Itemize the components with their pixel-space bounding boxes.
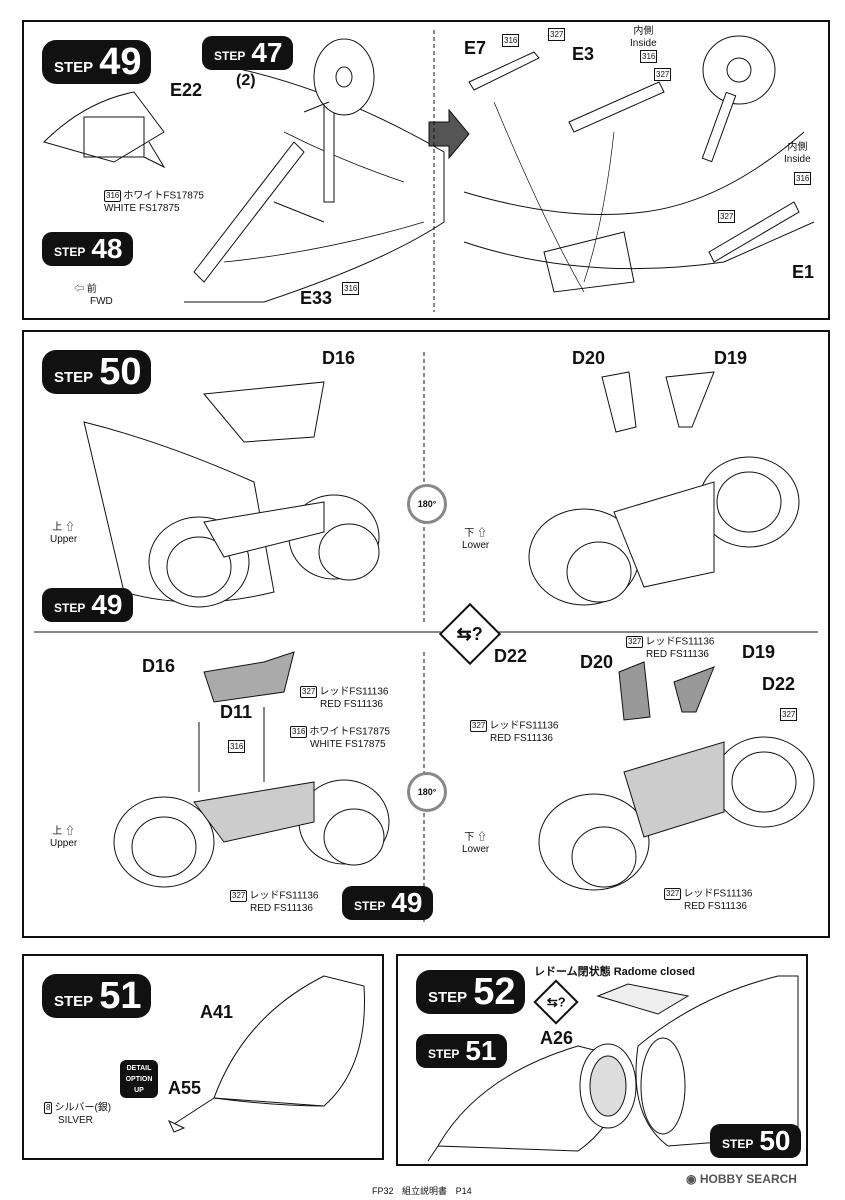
part-a26: A26 xyxy=(540,1028,574,1048)
landing-gear-illustration xyxy=(43,30,815,312)
part-e22: E22 xyxy=(170,80,203,100)
paint-code: 327 xyxy=(780,708,798,721)
fwd-indicator: ⇦ 前 FWD xyxy=(74,284,113,307)
paint-code: 316 xyxy=(640,50,658,63)
part-d20: D20 xyxy=(572,348,606,368)
paint-code: 316 xyxy=(794,172,812,185)
radome-illustration xyxy=(427,975,799,1162)
detail-up-badge: DETAIL OPTION UP xyxy=(120,1060,158,1098)
rotate-180-icon: 180° xyxy=(407,484,447,524)
upper-indicator: 上 ⇧Upper xyxy=(50,522,78,545)
step-49-badge: STEP 49 xyxy=(42,40,152,84)
part-a55: A55 xyxy=(168,1078,202,1098)
paint-code: 316 xyxy=(228,740,246,753)
paint-code: 327 xyxy=(718,210,736,223)
step-49-badge: STEP 49 xyxy=(342,886,433,920)
part-d19: D19 xyxy=(714,348,748,368)
step-51-badge: STEP 51 xyxy=(42,974,152,1018)
part-d22: D22 xyxy=(494,646,528,666)
part-e3: E3 xyxy=(572,44,595,64)
lower-indicator: 下 ⇧Lower xyxy=(462,832,490,855)
step-51-badge: STEP 51 xyxy=(416,1034,507,1068)
step-52-panel: STEP 52 STEP 51 STEP 50 レドーム閉状態 Radome c… xyxy=(396,954,808,1166)
paint-code: 316 xyxy=(342,282,360,295)
part-e33: E33 xyxy=(300,288,333,308)
part-d20: D20 xyxy=(580,652,614,672)
paint-code: 327 xyxy=(654,68,672,81)
paint-code: 327 xyxy=(548,28,566,41)
step-50-badge: STEP 50 xyxy=(710,1124,801,1158)
step-49-48-47-panel: STEP 49 STEP 47 (2) STEP 48 E22 E33 E7 E… xyxy=(22,20,830,320)
part-d19: D19 xyxy=(742,642,776,662)
part-e7: E7 xyxy=(464,38,487,58)
rotate-180-icon: 180° xyxy=(407,772,447,812)
part-d22: D22 xyxy=(762,674,796,694)
part-a41: A41 xyxy=(200,1002,234,1022)
nose-cone-illustration xyxy=(167,975,365,1133)
radome-closed-label: レドーム閉状態 Radome closed xyxy=(534,966,696,978)
step-50-badge: STEP 50 xyxy=(42,350,152,394)
step-48-badge: STEP 48 xyxy=(42,232,133,266)
logo-icon: ◉ xyxy=(686,1172,700,1186)
step-52-badge: STEP 52 xyxy=(416,970,526,1014)
step-49-badge: STEP 49 xyxy=(42,588,133,622)
upper-indicator: 上 ⇧Upper xyxy=(50,826,78,849)
exhaust-nozzle-illustration xyxy=(34,352,818,922)
part-d16: D16 xyxy=(142,656,176,676)
watermark: ◉ HOBBY SEARCH xyxy=(686,1172,797,1186)
step-50-panel: STEP 50 STEP 49 STEP 49 D16 D20 D19 D16 … xyxy=(22,330,830,938)
page-footer: FP32 組立説明書 P14 xyxy=(372,1186,472,1196)
step-47-sub: (2) xyxy=(236,72,256,89)
part-d11: D11 xyxy=(220,702,253,722)
part-d16: D16 xyxy=(322,348,356,368)
paint-code: 316 xyxy=(502,34,520,47)
part-e1: E1 xyxy=(792,262,815,282)
step-47-badge: STEP 47 xyxy=(202,36,293,70)
arrow-left-icon: ⇦ xyxy=(74,284,87,295)
lower-indicator: 下 ⇧Lower xyxy=(462,528,490,551)
